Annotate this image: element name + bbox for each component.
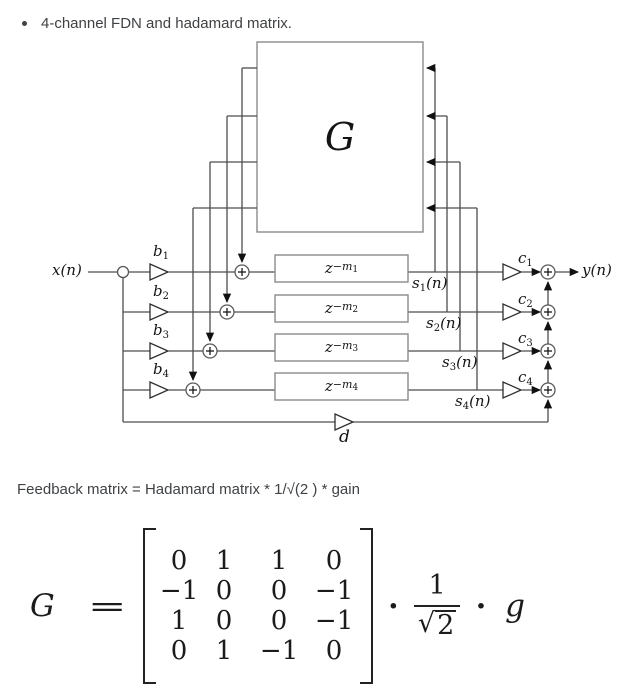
input-gain-triangles: [149, 262, 170, 400]
matrix-cell: 1: [215, 636, 233, 666]
direct-gain-label: d: [339, 427, 350, 447]
matrix-left-bracket: [143, 528, 157, 684]
state-label-3: s3(n): [442, 353, 478, 373]
bullet-marker-icon: [22, 21, 27, 26]
state-label-1: s1(n): [412, 274, 448, 294]
matrix-cell: 0: [215, 576, 233, 606]
output-gain-label-2: c2: [518, 290, 533, 310]
output-signal-label: y(n): [582, 261, 612, 279]
matrix-cell: 0: [215, 606, 233, 636]
output-column-wires: [543, 267, 580, 422]
equation-lhs: G: [30, 588, 55, 624]
matrix-cell: 0: [270, 606, 288, 636]
matrix-right-bracket: [360, 528, 374, 684]
multiply-dot: ·: [388, 588, 399, 624]
matrix-cell: 0: [170, 636, 188, 666]
output-gain-triangles: [502, 262, 523, 400]
delay-blocks: [274, 254, 409, 401]
fraction-numerator: 1: [428, 569, 446, 601]
output-summer-nodes: [540, 264, 556, 398]
matrix-cell: 0: [170, 546, 188, 576]
matrix-cell: 0: [270, 576, 288, 606]
normalization-fraction: 1 √2: [414, 569, 461, 641]
feedback-summer-nodes: [185, 264, 250, 398]
state-label-2: s2(n): [426, 314, 462, 334]
input-signal-label: x(n): [52, 261, 82, 279]
matrix-cell: −1: [314, 576, 354, 606]
multiply-dot: ·: [475, 588, 487, 624]
input-gain-label-3: b3: [153, 321, 169, 341]
matrix-cell: −1: [159, 576, 199, 606]
bullet-text: 4-channel FDN and hadamard matrix.: [41, 15, 292, 32]
state-label-4: s4(n): [455, 392, 491, 412]
equals-sign: =: [87, 589, 127, 623]
channel-row-wires: [168, 271, 503, 391]
matrix-cell: 1: [215, 546, 233, 576]
matrix-cell: 0: [325, 546, 343, 576]
direct-gain-triangle: [334, 412, 355, 432]
delay-label-1: z−m1: [324, 258, 359, 277]
input-gain-label-1: b1: [153, 242, 169, 262]
input-gain-label-2: b2: [153, 282, 169, 302]
input-gain-label-4: b4: [153, 360, 169, 380]
gain-symbol: g: [505, 588, 526, 624]
feedback-matrix-block: [256, 41, 424, 233]
matrix-cell: 0: [325, 636, 343, 666]
sqrt-radicand: 2: [435, 610, 457, 641]
output-gain-label-1: c1: [518, 249, 533, 269]
fraction-denominator: √2: [417, 608, 457, 641]
delay-label-3: z−m3: [324, 337, 359, 356]
fdn-diagram-wires: [88, 41, 580, 432]
matrix-cell: 1: [170, 606, 188, 636]
matrix-cell: −1: [259, 636, 299, 666]
delay-label-2: z−m2: [324, 298, 359, 317]
fraction-bar: [414, 605, 461, 607]
feedback-note-text: Feedback matrix = Hadamard matrix * 1/√(…: [17, 481, 360, 498]
output-gain-arrows: [521, 267, 542, 395]
sqrt-symbol: √: [417, 608, 436, 639]
splitter-node: [116, 265, 130, 279]
matrix-cell: 1: [270, 546, 288, 576]
matrix-cell: −1: [314, 606, 354, 636]
left-feedback-wires: [188, 67, 257, 382]
matrix-values: 0 1 1 0 −1 0 0 −1 1 0 0 −1 0 1 −1 0: [156, 547, 360, 665]
feedback-matrix-label: G: [324, 115, 356, 159]
delay-label-4: z−m4: [324, 376, 359, 395]
input-wires: [88, 271, 150, 422]
matrix-equation: G = 0 1 1 0 −1 0 0 −1 1 0 0 −1 0 1 −1 0 …: [30, 528, 525, 684]
bullet-item: 4-channel FDN and hadamard matrix.: [22, 14, 292, 33]
fdn-diagram-figure[interactable]: x(n) y(n) G d b1 z−m1 s1(n) c1 b2 z−m2 s…: [0, 0, 618, 460]
right-feedback-wires: [425, 63, 478, 390]
output-gain-label-4: c4: [518, 368, 533, 388]
output-gain-label-3: c3: [518, 329, 533, 349]
